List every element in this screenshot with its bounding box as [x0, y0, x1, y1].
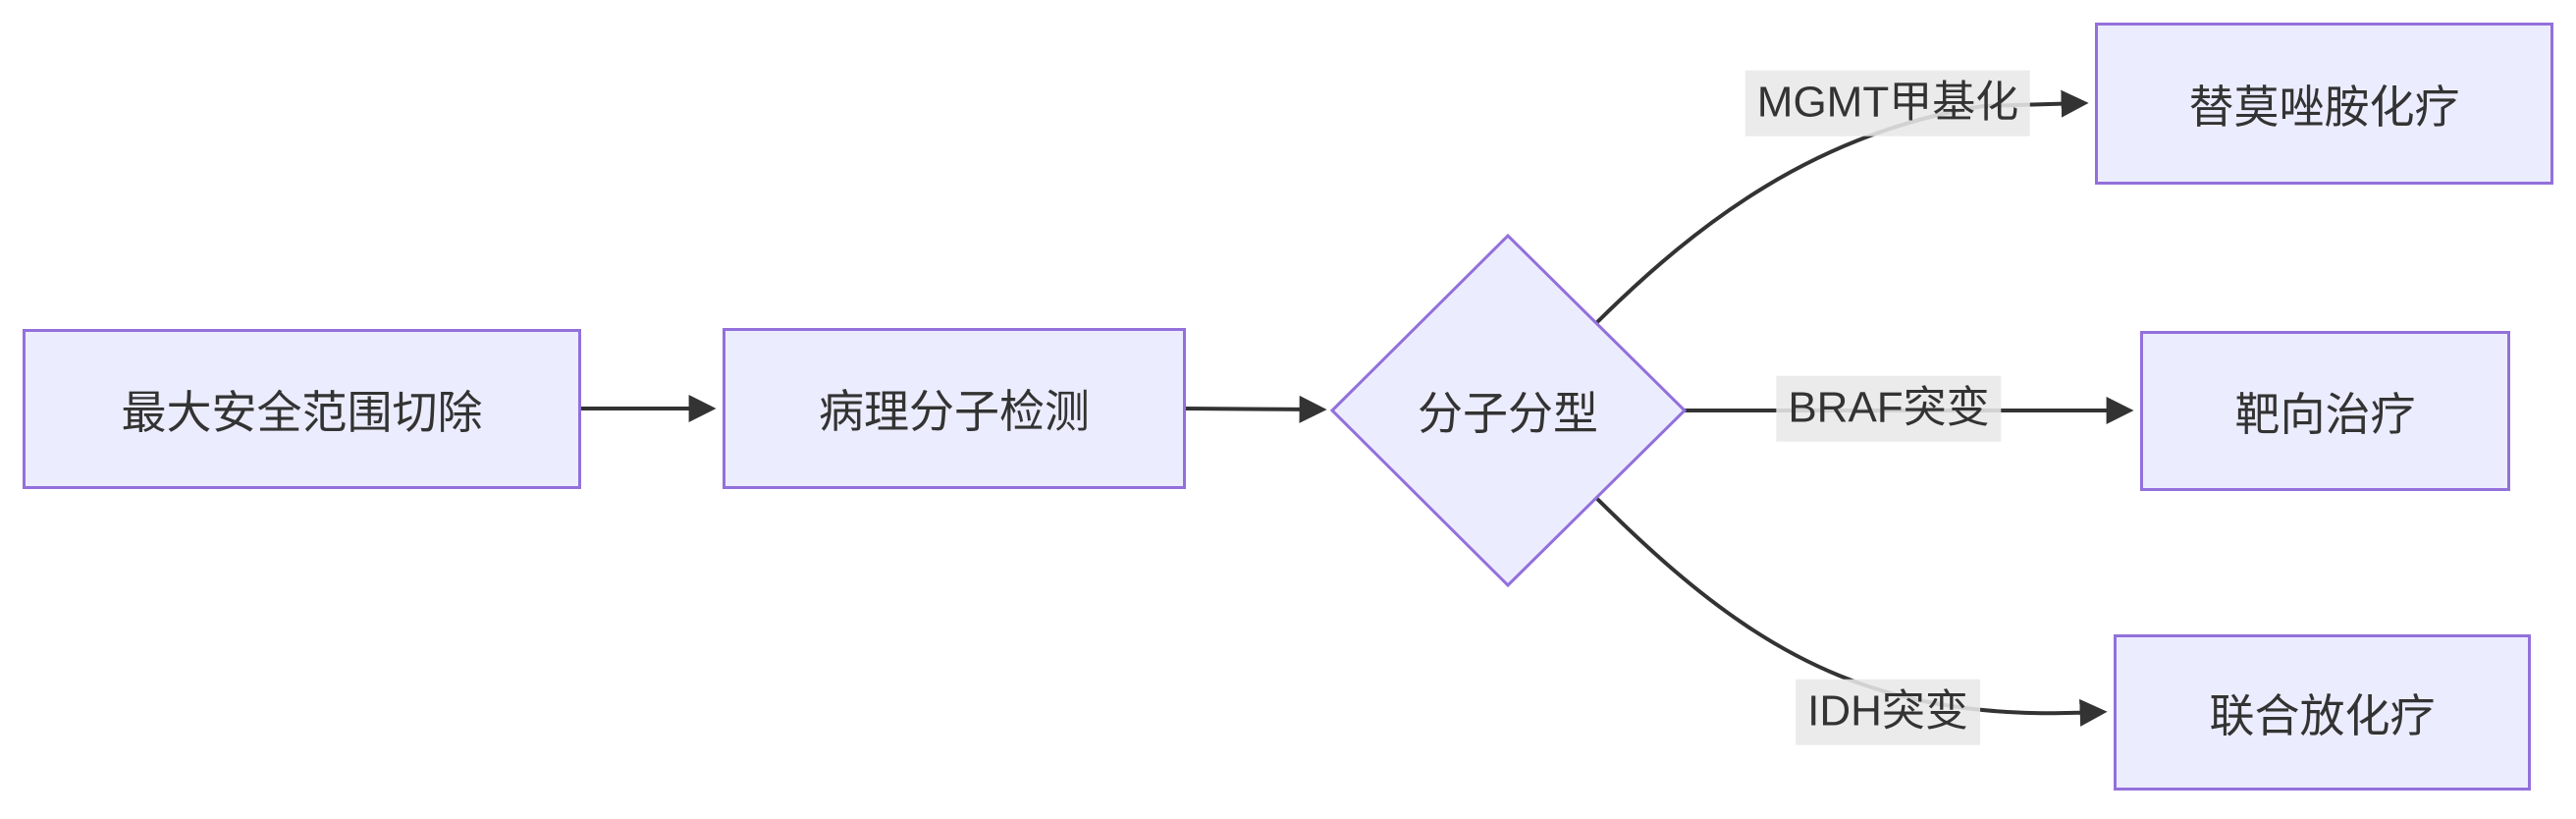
node-pathology-molecular-testing-label: 病理分子检测: [819, 386, 1090, 437]
node-molecular-typing-label: 分子分型: [1418, 388, 1598, 439]
edge-typing-temozolomide: [1594, 89, 2089, 325]
node-max-safe-resection: 最大安全范围切除: [23, 329, 581, 489]
edge-label-mgmt-methylation-text: MGMT甲基化: [1756, 78, 2019, 127]
edge-label-braf-mutation-text: BRAF突变: [1788, 383, 1990, 432]
edge-pathology-typing: [1185, 395, 1327, 423]
edge-label-braf-mutation: BRAF突变: [1776, 375, 2002, 442]
node-temozolomide-chemotherapy: 替莫唑胺化疗: [2095, 23, 2553, 185]
edge-label-idh-mutation-text: IDH突变: [1807, 686, 1968, 736]
node-combined-chemoradiotherapy: 联合放化疗: [2114, 634, 2531, 791]
node-pathology-molecular-testing: 病理分子检测: [723, 328, 1186, 489]
node-molecular-typing-shape: [1329, 233, 1688, 588]
edge-label-idh-mutation: IDH突变: [1796, 679, 1980, 745]
node-combined-chemoradiotherapy-label: 联合放化疗: [2209, 689, 2436, 741]
node-max-safe-resection-label: 最大安全范围切除: [121, 386, 483, 438]
node-temozolomide-chemotherapy-label: 替莫唑胺化疗: [2188, 81, 2460, 133]
edge-label-mgmt-methylation: MGMT甲基化: [1744, 70, 2031, 136]
node-targeted-therapy-label: 靶向治疗: [2234, 388, 2416, 440]
node-molecular-typing: 分子分型: [1366, 376, 1650, 445]
node-targeted-therapy: 靶向治疗: [2140, 331, 2510, 491]
